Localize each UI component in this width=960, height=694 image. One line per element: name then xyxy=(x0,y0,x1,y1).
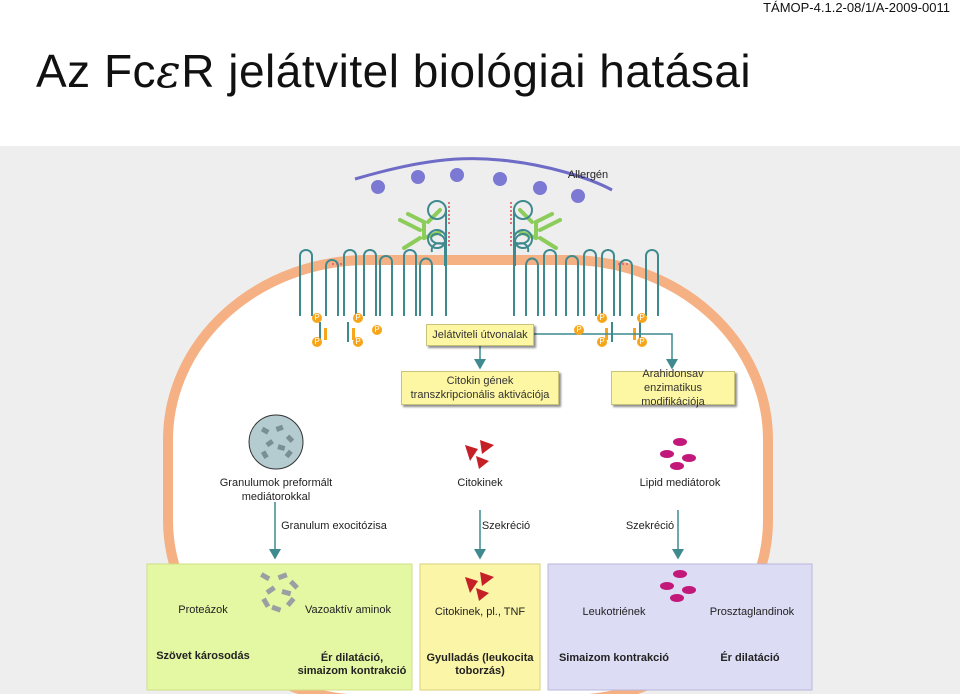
cytokines-tnf-label: Citokinek, pl., TNF xyxy=(434,606,526,618)
tissue-damage-label: Szövet károsodás xyxy=(156,650,250,662)
green-effect-box xyxy=(146,563,413,691)
proteases-label: Proteázok xyxy=(178,604,228,616)
arachidonic-label: Arahidonsav enzimatikus modifikációja xyxy=(641,368,705,408)
arachidonic-box: Arahidonsav enzimatikus modifikációja xyxy=(611,368,735,408)
cytokine-gene-label: Citokin gének transzkripcionális aktivác… xyxy=(410,375,550,401)
leukotrienes-label: Leukotriének xyxy=(582,606,646,618)
cytokine-triangles-box xyxy=(465,572,494,601)
pathways-box: Jelátviteli útvonalak xyxy=(426,324,534,346)
receptor-alpha xyxy=(427,200,533,266)
receptor-beta-gamma-left xyxy=(299,249,447,316)
vasoactive-label: Vazoaktív aminok xyxy=(304,604,391,616)
granule-cell xyxy=(248,414,304,470)
lipid-mediators-label: Lipid mediátorok xyxy=(639,477,721,489)
lipid-ovals-box xyxy=(660,570,696,602)
signaling-diagram xyxy=(146,157,813,694)
phospho-p: P xyxy=(574,325,584,335)
phospho-p: P xyxy=(597,313,607,323)
cytokines-label: Citokinek xyxy=(457,477,503,489)
secretion-label-2: Szekréció xyxy=(625,520,675,532)
diagram-panel: P P P P P P P P P P Allergén Jelátviteli… xyxy=(0,146,960,694)
allergen-molecules xyxy=(371,168,585,203)
phospho-p: P xyxy=(353,313,363,323)
phospho-p: P xyxy=(312,313,322,323)
vasodilation-smooth-label: Ér dilatáció, simaizom kontrakció xyxy=(297,652,407,677)
cytokine-gene-box: Citokin gének transzkripcionális aktivác… xyxy=(401,371,559,405)
phospho-p: P xyxy=(637,313,647,323)
granule-debris xyxy=(260,572,299,613)
phospho-p: P xyxy=(353,337,363,347)
page-title: Az FcεR jelátvitel biológiai hatásai xyxy=(36,44,752,98)
prostaglandins-label: Prosztaglandinok xyxy=(709,606,795,618)
granules-label: Granulumok preformált mediátorokkal xyxy=(219,477,333,503)
secretion-label-1: Szekréció xyxy=(481,520,531,532)
cytokine-triangles xyxy=(465,440,494,469)
lavender-effect-box xyxy=(547,563,813,691)
phospho-p: P xyxy=(597,337,607,347)
allergen-label: Allergén xyxy=(567,169,609,181)
phospho-p: P xyxy=(637,337,647,347)
smooth-muscle-label: Simaizom kontrakció xyxy=(558,652,670,664)
phospho-p: P xyxy=(372,325,382,335)
pathways-label: Jelátviteli útvonalak xyxy=(432,329,528,341)
receptor-beta-gamma-right xyxy=(513,249,659,316)
inflammation-label: Gyulladás (leukocita toborzás) xyxy=(426,652,534,677)
yellow-effect-box xyxy=(419,563,541,691)
allergen-curve xyxy=(354,157,613,192)
project-code: TÁMOP-4.1.2-08/1/A-2009-0011 xyxy=(763,0,950,15)
phospho-p: P xyxy=(312,337,322,347)
vasodilation-label: Ér dilatáció xyxy=(720,652,780,664)
granule-exocytosis-label: Granulum exocitózisa xyxy=(281,520,387,532)
lipid-ovals xyxy=(660,438,696,470)
